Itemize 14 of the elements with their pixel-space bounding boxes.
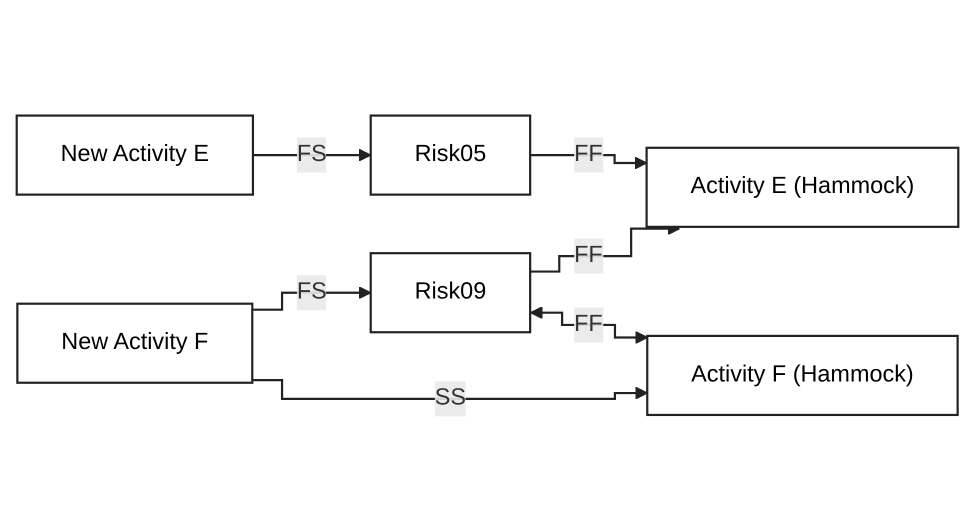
edge-label: SS bbox=[434, 386, 466, 411]
node-box: New Activity F bbox=[16, 302, 254, 384]
edge-label: FF bbox=[574, 242, 603, 268]
edge-label: FF bbox=[574, 312, 603, 337]
edge-label: FS bbox=[296, 142, 327, 167]
edge-label: FS bbox=[296, 280, 327, 304]
node-box: Risk05 bbox=[370, 114, 532, 196]
node-box: New Activity E bbox=[16, 114, 254, 196]
edge-label: FF bbox=[574, 142, 603, 167]
node-box: Activity F (Hammock) bbox=[646, 334, 959, 416]
node-box: Activity E (Hammock) bbox=[646, 146, 960, 228]
arrow bbox=[530, 306, 648, 344]
node-box: Risk09 bbox=[370, 252, 532, 334]
arrow bbox=[252, 379, 648, 400]
